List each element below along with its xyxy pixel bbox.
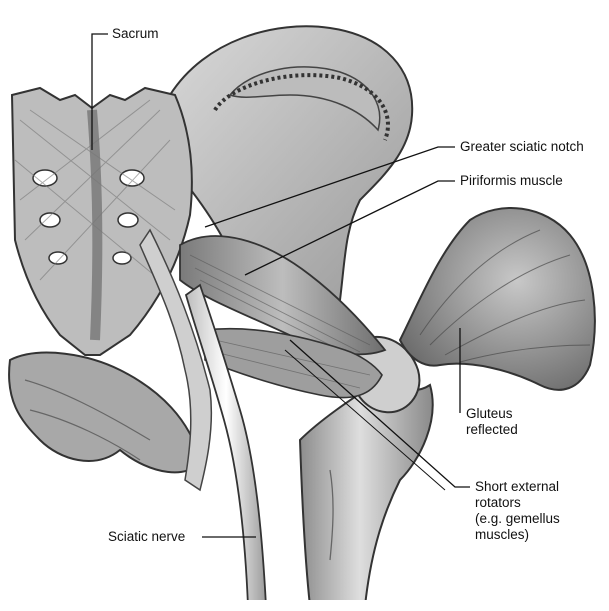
label-rotators-line-1: Short external <box>475 479 560 495</box>
label-gluteus-line-2: reflected <box>466 422 518 438</box>
label-sciatic-nerve: Sciatic nerve <box>108 529 185 545</box>
ischium <box>9 353 200 473</box>
label-rotators-line-4: muscles) <box>475 527 560 543</box>
label-greater-sciatic-notch: Greater sciatic notch <box>460 139 584 155</box>
label-short-external-rotators: Short external rotators (e.g. gemellus m… <box>475 479 560 543</box>
label-sacrum: Sacrum <box>112 26 159 42</box>
label-piriformis-muscle: Piriformis muscle <box>460 173 563 189</box>
label-gluteus-reflected: Gluteus reflected <box>466 406 518 438</box>
label-rotators-line-3: (e.g. gemellus <box>475 511 560 527</box>
gluteus-reflected <box>400 208 595 390</box>
label-rotators-line-2: rotators <box>475 495 560 511</box>
label-gluteus-line-1: Gluteus <box>466 406 518 422</box>
sacrum <box>12 88 192 355</box>
